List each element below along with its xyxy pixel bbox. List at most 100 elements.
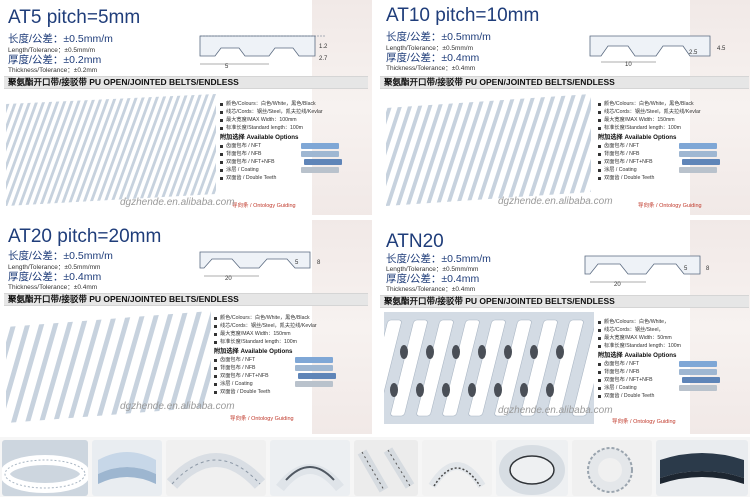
options-title: 附加选择 Available Options (598, 352, 677, 359)
dim-label: 20 (614, 282, 621, 288)
length-cn: 长度/公差：±0.5mm/m (386, 31, 491, 43)
option-item: 双面齿 / Double Teeth (214, 388, 336, 396)
option-item: 双面齿 / Double Teeth (598, 174, 720, 182)
length-cn: 长度/公差：±0.5mm/m (8, 33, 113, 45)
option-item: 齿面包布 / NFT (598, 360, 720, 368)
option-item: 涂层 / Coating (220, 166, 342, 174)
option-item: 背面包布 / NFB (214, 364, 336, 372)
feature-item: 标准长度/Standard length：100m (598, 342, 720, 350)
watermark: dgzhende.en.alibaba.com (498, 405, 613, 416)
panel-title: AT20 pitch=20mm (8, 226, 162, 247)
tooth-profile-diagram: 5 8 20 (584, 255, 710, 288)
feature-item: 颜色/Colours：白色/White，黑色/Black (220, 100, 342, 108)
option-item: 双面包布 / NFT+NFB (214, 372, 336, 380)
thickness-en: Thickness/Tolerance：±0.4mm (386, 286, 476, 293)
feature-item: 标准长度/Standard length：100m (220, 124, 342, 132)
section-band: 聚氨酯开口带/接驳带 PU OPEN/JOINTED BELTS/ENDLESS (380, 295, 749, 308)
option-item: 背面包布 / NFB (598, 150, 720, 158)
length-en: Length/Tolerance：±0.5mm/m (386, 45, 474, 52)
option-item: 双面包布 / NFT+NFB (598, 158, 720, 166)
watermark: dgzhende.en.alibaba.com (120, 197, 235, 208)
feature-item: 最大宽度/MAX Width：150mm (598, 116, 720, 124)
belt-image (384, 312, 594, 424)
option-item: 齿面包布 / NFT (214, 356, 336, 364)
feature-item: 颜色/Colours：白色/White，黑色/Black (214, 314, 336, 322)
option-item: 涂层 / Coating (214, 380, 336, 388)
panel-at20: AT20 pitch=20mm 长度/公差：±0.5mm/m Length/To… (0, 220, 372, 434)
dim-label: 8 (317, 260, 321, 266)
dim-label: 5 (684, 266, 688, 272)
thickness-cn: 厚度/公差：±0.4mm (386, 52, 480, 64)
thickness-cn: 厚度/公差：±0.4mm (8, 271, 102, 283)
thickness-en: Thickness/Tolerance：±0.4mm (386, 65, 476, 72)
panel-at10: AT10 pitch=10mm 长度/公差：±0.5mm/m Length/To… (380, 0, 750, 215)
feature-item: 线芯/Cords：钢丝/Steel，凯夫拉线/Kevlar (220, 108, 342, 116)
section-band: 聚氨酯开口带/接驳带 PU OPEN/JOINTED BELTS/ENDLESS (380, 76, 749, 89)
feature-item: 最大宽度/MAX Width：50mm (598, 334, 720, 342)
option-item: 背面包布 / NFB (598, 368, 720, 376)
watermark: dgzhende.en.alibaba.com (498, 196, 613, 207)
feature-item: 最大宽度/MAX Width：150mm (214, 330, 336, 338)
option-item: 齿面包布 / NFT (598, 142, 720, 150)
panel-title: AT5 pitch=5mm (8, 7, 141, 28)
length-en: Length/Tolerance：±0.5mm/mm (386, 266, 479, 273)
panel-at5: AT5 pitch=5mm 长度/公差：±0.5mm/m Length/Tole… (0, 0, 372, 215)
watermark: dgzhende.en.alibaba.com (120, 401, 235, 412)
feature-list: 颜色/Colours：白色/White，黑色/Black 线芯/Cords：钢丝… (598, 100, 720, 182)
option-item: 背面包布 / NFB (220, 150, 342, 158)
thickness-en: Thickness/Tolerance：±0.4mm (8, 284, 98, 291)
tooth-profile-diagram: 1.2 2.7 5 (199, 35, 328, 70)
option-item: 双面齿 / Double Teeth (598, 392, 720, 400)
product-photo (572, 440, 652, 496)
feature-item: 线芯/Cords：钢丝/Steel，凯夫拉线/Kevlar (598, 108, 720, 116)
guide-label: 导向条 / Ontology Guiding (638, 203, 702, 209)
feature-item: 颜色/Colours：白色/White，黑色/Black (598, 100, 720, 108)
guide-label: 导向条 / Ontology Guiding (232, 203, 296, 209)
length-en: Length/Tolerance：±0.5mm/mm (8, 264, 101, 271)
section-band: 聚氨酯开口带/接驳带 PU OPEN/JOINTED BELTS/ENDLESS (4, 76, 368, 89)
section-band: 聚氨酯开口带/接驳带 PU OPEN/JOINTED BELTS/ENDLESS (4, 293, 368, 306)
feature-item: 线芯/Cords：钢丝/Steel，凯夫拉线/Kevlar (214, 322, 336, 330)
feature-list: 颜色/Colours：白色/White， 线芯/Cords：钢丝/Steel， … (598, 318, 720, 400)
product-photo (166, 440, 266, 496)
options-title: 附加选择 Available Options (598, 134, 677, 141)
length-cn: 长度/公差：±0.5mm/m (386, 253, 491, 265)
feature-list: 颜色/Colours：白色/White，黑色/Black 线芯/Cords：钢丝… (220, 100, 342, 182)
thickness-cn: 厚度/公差：±0.4mm (386, 273, 480, 285)
dim-label: 4.5 (717, 46, 726, 52)
thickness-cn: 厚度/公差：±0.2mm (8, 54, 102, 66)
tooth-profile-diagram: 2.5 4.5 10 (589, 35, 726, 68)
length-cn: 长度/公差：±0.5mm/m (8, 250, 113, 262)
guide-label: 导向条 / Ontology Guiding (230, 416, 294, 422)
belt-image (6, 311, 211, 423)
belt-image (6, 94, 216, 206)
dim-label: 8 (706, 266, 710, 272)
dim-label: 5 (225, 64, 229, 70)
feature-item: 最大宽度/MAX Width：100mm (220, 116, 342, 124)
dim-label: 2.7 (319, 56, 328, 62)
product-photo (422, 440, 492, 496)
feature-item: 标准长度/Standard length：100m (598, 124, 720, 132)
product-photo (2, 440, 88, 496)
length-en: Length/Tolerance：±0.5mm/m (8, 47, 96, 54)
dim-label: 20 (225, 276, 232, 282)
panel-title: AT10 pitch=10mm (386, 5, 540, 26)
option-item: 双面包布 / NFT+NFB (220, 158, 342, 166)
feature-item: 颜色/Colours：白色/White， (598, 318, 720, 326)
feature-list: 颜色/Colours：白色/White，黑色/Black 线芯/Cords：钢丝… (214, 314, 336, 396)
dim-label: 2.5 (689, 50, 698, 56)
thickness-en: Thickness/Tolerance：±0.2mm (8, 67, 98, 74)
panel-atn20: ATN20 长度/公差：±0.5mm/m Length/Tolerance：±0… (380, 220, 750, 434)
panel-title: ATN20 (386, 231, 444, 252)
tooth-profile-diagram: 5 8 20 (199, 251, 321, 282)
product-photo (270, 440, 350, 496)
product-photo (92, 440, 162, 496)
option-item: 涂层 / Coating (598, 166, 720, 174)
background-photo (312, 220, 372, 434)
dim-label: 1.2 (319, 44, 328, 50)
dim-label: 5 (295, 260, 299, 266)
options-title: 附加选择 Available Options (214, 348, 293, 355)
feature-item: 线芯/Cords：钢丝/Steel， (598, 326, 720, 334)
dim-label: 10 (625, 62, 632, 68)
option-item: 双面齿 / Double Teeth (220, 174, 342, 182)
